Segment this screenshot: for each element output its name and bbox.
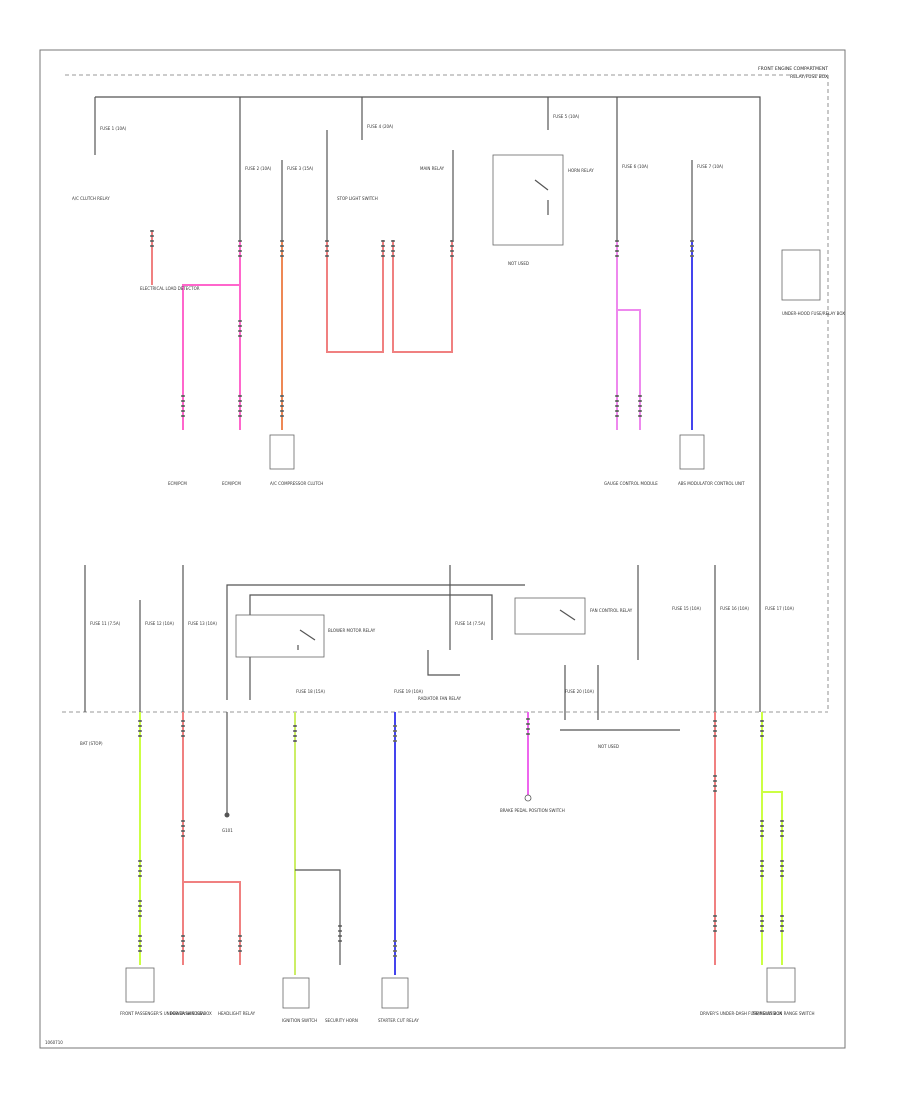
horn-relay-switch <box>534 179 549 215</box>
top-fuse-7-label: FUSE 7 (10A) <box>697 164 724 169</box>
header-line-2: RELAY/FUSE BOX <box>790 74 828 80</box>
underhood-fuse-label: UNDER-HOOD FUSE/RELAY BOX <box>782 311 845 316</box>
mid-fuse-6-label: FUSE 16 (10A) <box>720 606 749 611</box>
conn-lower-2 <box>138 775 784 920</box>
header-line-1: FRONT ENGINE COMPARTMENT <box>758 66 828 72</box>
fan-relay-switch <box>559 609 576 621</box>
top-fuse-6-label: FUSE 6 (10A) <box>622 164 649 169</box>
not-used-label: NOT USED <box>508 261 529 266</box>
diagram-frame <box>39 49 846 1049</box>
top-fuse-3-label: FUSE 3 (15A) <box>287 166 314 171</box>
wire-magenta-1 <box>616 240 641 430</box>
main-relay-label: MAIN RELAY <box>420 166 445 171</box>
fan-relay-label: FAN CONTROL RELAY <box>590 608 633 613</box>
blower-relay-switch <box>297 629 316 650</box>
wire-red-3 <box>182 712 241 965</box>
mid-fuse-9-label: FUSE 19 (10A) <box>394 689 423 694</box>
starter-cut-label: STARTER CUT RELAY <box>378 1018 419 1023</box>
abs-module-label: ABS MODULATOR CONTROL UNIT <box>678 481 745 486</box>
top-bus <box>95 96 761 712</box>
footer-code: 1060710 <box>45 1040 63 1045</box>
starter-cut-box <box>381 977 409 1009</box>
not-used-2-label: NOT USED <box>598 744 619 749</box>
conn-lower-3 <box>138 915 784 960</box>
front-passenger-label: FRONT PASSENGER'S UNDER-DASH FUSE BOX <box>120 1011 212 1016</box>
radiator-fan-label: RADIATOR FAN RELAY <box>418 696 462 701</box>
conn-upper-2 <box>181 320 642 420</box>
top-fuse-5-label: FUSE 5 (10A) <box>553 114 580 119</box>
power-window-label: POWER WINDOW <box>170 1011 204 1016</box>
radiator-bracket <box>427 650 460 676</box>
electrical-load-label: ELECTRICAL LOAD DETECTOR <box>140 286 200 291</box>
bat-stop-label: BAT (STOP) <box>80 741 103 746</box>
top-fuse-1-label: FUSE 1 (10A) <box>100 126 127 131</box>
blower-relay-label: BLOWER MOTOR RELAY <box>328 628 376 633</box>
blower-relay-box <box>235 614 325 658</box>
gauge-control-label: GAUGE CONTROL MODULE <box>604 481 658 486</box>
mid-fuse-1-label: FUSE 11 (7.5A) <box>90 621 121 626</box>
brake-sw-label: BRAKE PEDAL POSITION SWITCH <box>500 808 565 813</box>
wire-black-2 <box>295 869 341 965</box>
not-used-2-bracket <box>560 665 680 731</box>
conn-upper-1 <box>150 230 694 258</box>
mid-fuse-10-label: FUSE 20 (10A) <box>565 689 594 694</box>
ecm-pcm-b-label: ECM/PCM <box>222 481 241 486</box>
abs-module-box <box>679 434 705 470</box>
wire-lime-3 <box>761 712 783 965</box>
underhood-box-outline <box>65 74 829 712</box>
headlight-relay-label: HEADLIGHT RELAY <box>218 1011 256 1016</box>
headlight-relay-box <box>282 977 310 1009</box>
driver-dash-label: DRIVER'S UNDER-DASH FUSE/RELAY BOX <box>700 1011 782 1016</box>
wire-pink-1 <box>182 240 241 430</box>
trans-range-label: TRANSMISSION RANGE SWITCH <box>751 1011 815 1016</box>
horn-relay-box <box>492 154 564 246</box>
fan-relay-box <box>514 597 586 635</box>
stop-relay-label: STOP LIGHT SWITCH <box>337 196 378 201</box>
ecm-pcm-a-label: ECM/PCM <box>168 481 187 486</box>
ground-point <box>224 812 230 818</box>
mid-fuse-8-label: FUSE 18 (15A) <box>296 689 325 694</box>
ac-comp-clutch-label: A/C COMPRESSOR CLUTCH <box>270 481 323 486</box>
wire-red-2 <box>326 240 453 353</box>
brake-sw-point <box>524 794 532 802</box>
horn-relay-label: HORN RELAY <box>568 168 594 173</box>
ac-comp-clutch-box <box>269 434 295 470</box>
conn-lower-1 <box>138 718 764 745</box>
mid-fuse-5-label: FUSE 15 (10A) <box>672 606 701 611</box>
mid-fuse-7-label: FUSE 17 (10A) <box>765 606 794 611</box>
underhood-fuse-box <box>781 249 821 301</box>
mid-fuse-2-label: FUSE 12 (10A) <box>145 621 174 626</box>
top-fuse-4-label: FUSE 4 (20A) <box>367 124 394 129</box>
front-passenger-box <box>125 967 155 1003</box>
alarm-hood-label: SECURITY HORN <box>325 1018 358 1023</box>
top-fuse-2-label: FUSE 2 (10A) <box>245 166 272 171</box>
ac-relay-label: A/C CLUTCH RELAY <box>72 196 110 201</box>
ground-label: G101 <box>222 828 233 833</box>
trans-range-box <box>766 967 796 1003</box>
ignition-sw-label: IGNITION SWITCH <box>282 1018 317 1023</box>
mid-fuse-4-label: FUSE 14 (7.5A) <box>455 621 486 626</box>
mid-fuse-3-label: FUSE 13 (10A) <box>188 621 217 626</box>
